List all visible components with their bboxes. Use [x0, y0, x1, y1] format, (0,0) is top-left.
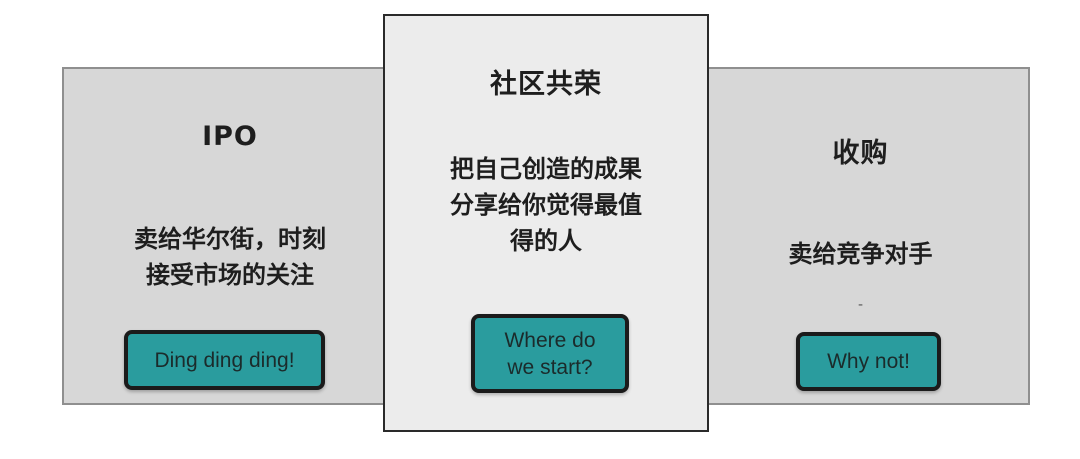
community-description-line-1: 把自己创造的成果	[450, 155, 642, 183]
dash-mark: -	[857, 297, 864, 313]
community-description-line-2: 分享给你觉得最值	[450, 191, 642, 219]
community-card: 社区共荣 把自己创造的成果 分享给你觉得最值 得的人 Where do we s…	[383, 14, 709, 432]
ding-ding-ding-button[interactable]: Ding ding ding!	[124, 330, 325, 390]
where-do-we-start-button[interactable]: Where do we start?	[471, 314, 629, 393]
why-not-button-label: Why not!	[827, 350, 910, 373]
ipo-description-line-2: 接受市场的关注	[146, 261, 314, 289]
community-description: 把自己创造的成果 分享给你觉得最值 得的人	[385, 151, 707, 259]
where-do-we-start-button-label: Where do we start?	[504, 327, 595, 381]
ipo-description: 卖给华尔街，时刻 接受市场的关注	[64, 221, 396, 293]
acquisition-description: 卖给竞争对手	[693, 236, 1028, 272]
ipo-title: IPO	[202, 121, 258, 152]
acquisition-card: 收购 卖给竞争对手 - Why not!	[691, 67, 1030, 405]
ipo-card: IPO 卖给华尔街，时刻 接受市场的关注 Ding ding ding!	[62, 67, 398, 405]
ding-ding-ding-button-label: Ding ding ding!	[154, 348, 295, 372]
community-title: 社区共荣	[490, 69, 602, 100]
acquisition-title: 收购	[832, 138, 889, 169]
ipo-description-line-1: 卖给华尔街，时刻	[134, 225, 326, 253]
why-not-button[interactable]: Why not!	[796, 332, 941, 391]
acquisition-description-line-1: 卖给竞争对手	[788, 240, 933, 268]
where-do-we-start-label-line-2: we start?	[507, 355, 593, 379]
where-do-we-start-label-line-1: Where do	[504, 328, 596, 352]
community-description-line-3: 得的人	[510, 227, 582, 255]
